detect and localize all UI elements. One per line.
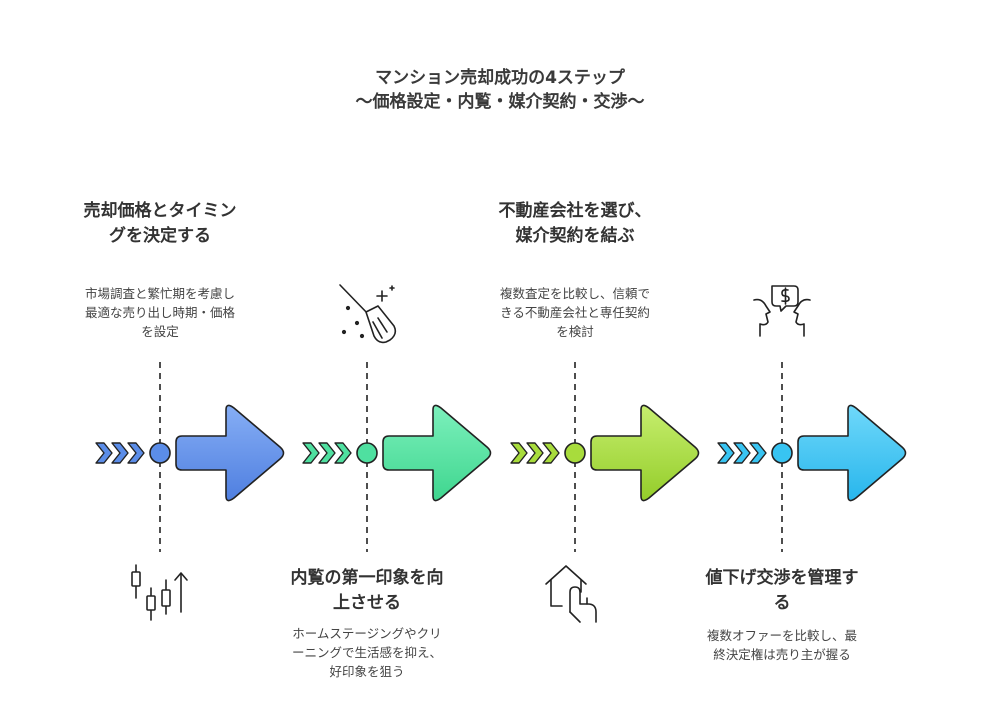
step-3-arrow bbox=[590, 404, 700, 502]
title-line-2: 〜価格設定・内覧・媒介契約・交渉〜 bbox=[355, 92, 645, 112]
step-1-title: 売却価格とタイミングを決定する bbox=[83, 201, 237, 246]
step-2-chevrons bbox=[302, 442, 352, 464]
house-touch-icon bbox=[545, 565, 597, 623]
step-2-desc: ホームステージングやクリーニングで生活感を抑え、好印象を狙う bbox=[292, 626, 443, 679]
step-4-chevrons bbox=[717, 442, 767, 464]
step-2-title: 内覧の第一印象を向上させる bbox=[290, 568, 444, 613]
step-4-desc: 複数オファーを比較し、最終決定権は売り主が握る bbox=[707, 628, 858, 662]
diagram-title: マンション売却成功の4ステップ 〜価格設定・内覧・媒介契約・交渉〜 bbox=[0, 66, 1000, 114]
step-4-title: 値下げ交渉を管理する bbox=[705, 568, 859, 613]
step-3-chevrons bbox=[510, 442, 560, 464]
step-3-desc: 複数査定を比較し、信頼できる不動産会社と専任契約を検討 bbox=[500, 286, 651, 339]
step-2-arrow bbox=[382, 404, 492, 502]
title-line-1: マンション売却成功の4ステップ bbox=[375, 68, 625, 88]
step-4-node bbox=[771, 442, 793, 464]
step-1-node bbox=[149, 442, 171, 464]
step-3-node bbox=[564, 442, 586, 464]
step-4-arrow bbox=[797, 404, 907, 502]
step-2-node bbox=[356, 442, 378, 464]
negotiation-icon bbox=[753, 285, 811, 337]
broom-sparkle-icon bbox=[339, 284, 397, 344]
candlestick-chart-icon bbox=[131, 564, 188, 621]
step-1-desc: 市場調査と繁忙期を考慮し最適な売り出し時期・価格を設定 bbox=[85, 286, 236, 339]
step-3-title: 不動産会社を選び、媒介契約を結ぶ bbox=[498, 201, 652, 246]
step-1-chevrons bbox=[95, 442, 145, 464]
step-1-arrow bbox=[175, 404, 285, 502]
